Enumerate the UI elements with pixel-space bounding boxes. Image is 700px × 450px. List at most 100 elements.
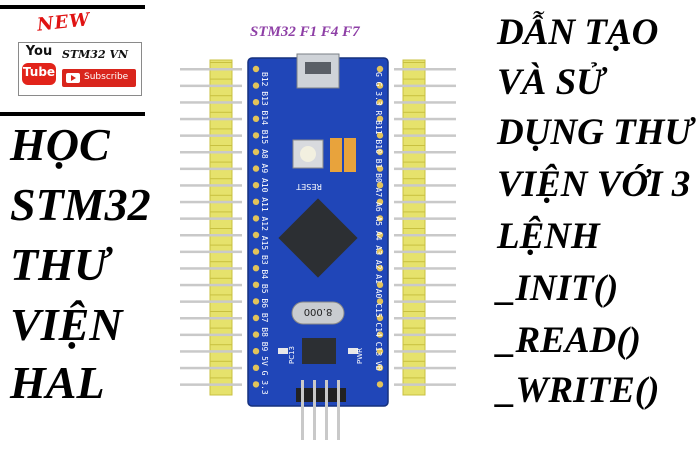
header-segment [403,62,425,63]
pin-hole [376,265,384,272]
header-segment [403,161,425,163]
header-pin [394,167,456,171]
header-pin [180,350,242,353]
header-segment [403,377,425,379]
header-segment [403,95,425,97]
left-title-line: HAL [10,357,105,408]
pin-hole [376,65,384,73]
header-pin [180,200,242,204]
board-label: STM32 F1 F4 F7 [250,24,360,40]
swd-pin [313,380,316,440]
left-title-line: STM32 [10,179,151,230]
pin-hole [376,314,384,322]
header-pin [394,151,456,154]
header-pin [180,101,242,104]
header-segment [210,111,232,113]
header-pin [180,300,242,303]
header-segment [210,128,232,130]
right-text-line: LỆNH [497,216,600,257]
header-segment [403,327,425,329]
pin-hole [252,248,260,255]
swd-pin [337,380,340,440]
right-pin-header [394,59,456,396]
pin-hole [376,82,384,89]
pin-hole [252,115,260,123]
pin-hole [376,132,384,139]
youtube-logo-you: You [25,44,53,59]
header-segment [403,111,425,113]
pin-hole [376,165,384,172]
header-segment [210,244,232,246]
pin-hole [376,215,384,222]
pin-hole [376,148,384,156]
pin-hole [376,298,384,305]
header-pin [180,167,242,171]
header-pin [394,184,456,187]
pin-hole [376,182,384,189]
header-pin [394,366,456,370]
power-led [348,348,358,354]
pin-hole [376,248,384,255]
reset-button-cap [300,146,316,162]
header-pin [394,267,456,270]
header-segment [210,211,232,213]
pin-hole [252,198,260,205]
board-pin-holes [252,65,384,388]
pin-hole [376,99,384,106]
header-segment [403,244,425,246]
pc13-label: PC13 [288,346,296,364]
boot1-jumper [344,138,356,172]
subscribe-button[interactable] [62,69,136,87]
header-segment [403,294,425,296]
mcu-chip [278,198,358,278]
swd-pin [325,380,328,440]
header-pin [394,217,456,220]
pin-hole [252,331,260,338]
header-pin [394,333,456,337]
header-pin [180,333,242,337]
pin-hole [252,165,260,172]
right-text-line: DẪN TẠO [497,12,659,53]
header-segment [210,311,232,312]
header-pin [394,300,456,303]
header-segment [403,128,425,130]
header-segment [210,78,232,80]
header-segment [210,327,232,329]
pin-hole [252,314,260,322]
left-title-line: VIỆN [10,299,123,350]
pin-hole [376,381,384,388]
header-pin [180,217,242,220]
pin-hole [376,115,384,123]
voltage-regulator [302,338,336,364]
pin-hole [252,281,260,288]
header-segment [210,145,232,146]
header-segment [403,78,425,80]
header-pin [180,134,242,137]
header-pin [180,84,242,88]
pin-hole [252,364,260,371]
header-segment [403,360,425,362]
pin-hole [376,364,384,371]
swd-pin [301,380,304,440]
stm32-board-image: RESET 8.000 PC13 PWR B12 B13 B14 B15 A8 … [180,53,456,440]
header-segment [210,344,232,346]
header-pin [180,234,242,237]
header-segment [403,228,425,229]
pin-hole [376,348,384,355]
header-segment [210,161,232,163]
header-segment [210,377,232,379]
crystal-oscillator [291,301,345,325]
header-segment [403,145,425,146]
right-text-line: VIỆN VỚI 3 [497,164,691,205]
youtube-logo-tube: Tube [22,65,56,79]
header-pin [180,267,242,270]
header-pin [394,68,456,71]
header-pin [180,68,242,71]
subscribe-label: Subscribe [84,72,129,82]
header-segment [403,311,425,312]
header-pin [394,117,456,121]
pin-hole [376,281,384,288]
header-pin [394,317,456,320]
pin-hole [252,65,260,73]
left-pin-header [180,59,242,396]
